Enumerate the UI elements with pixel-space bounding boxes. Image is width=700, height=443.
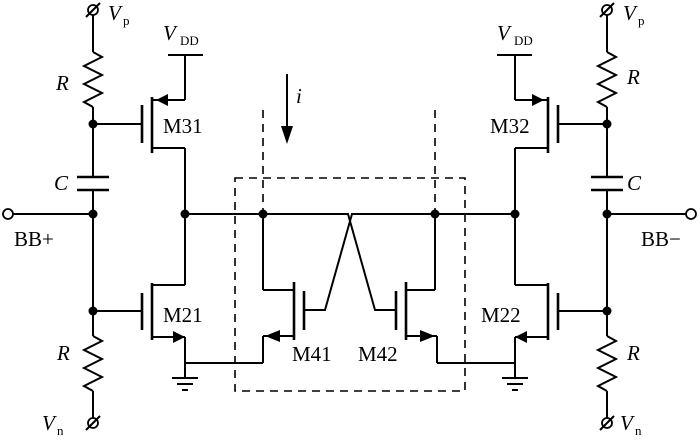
vn-right-terminal — [599, 415, 615, 431]
bb-plus-terminal — [2, 208, 14, 220]
r-label-top-left: R — [55, 71, 69, 95]
vn-right-v: V — [620, 411, 635, 435]
m21-label: M21 — [163, 303, 203, 327]
vp-right-terminal — [599, 2, 615, 18]
r-label-top-right: R — [626, 65, 640, 89]
i-label: i — [296, 84, 302, 108]
bb-minus-label: BB− — [641, 227, 681, 251]
vn-left-terminal — [85, 415, 101, 431]
vdd-left-sub: DD — [180, 33, 199, 48]
vn-left-v: V — [42, 411, 57, 435]
node-dot — [602, 119, 612, 129]
vp-left-v: V — [108, 1, 123, 25]
c-label-right: C — [627, 171, 642, 195]
capacitor-left — [77, 175, 109, 192]
vn-right-sub: n — [635, 423, 642, 438]
cross-coupled-box — [234, 177, 466, 392]
vdd-right-v: V — [497, 21, 512, 45]
m32-label: M32 — [490, 114, 530, 138]
node-dot — [602, 306, 612, 316]
r-label-bottom-left: R — [56, 341, 70, 365]
cross-wire-m42-gate — [263, 213, 396, 311]
capacitor-right — [591, 175, 623, 192]
bb-plus-label: BB+ — [14, 227, 54, 251]
cross-wire-m41-gate — [304, 213, 435, 311]
m41-label: M41 — [292, 342, 332, 366]
transistor-m22 — [502, 283, 560, 391]
vp-left-terminal — [85, 2, 101, 18]
m31-label: M31 — [163, 114, 203, 138]
transistor-m32 — [497, 54, 560, 285]
vp-right-sub: p — [638, 13, 645, 28]
c-label-left: C — [54, 171, 69, 195]
vdd-left-v: V — [163, 21, 178, 45]
vn-left-sub: n — [57, 423, 64, 438]
vp-left-sub: p — [123, 13, 130, 28]
vdd-right-sub: DD — [514, 33, 533, 48]
vp-right-v: V — [623, 1, 638, 25]
transistor-m31 — [140, 54, 203, 285]
resistor-bottom-left — [81, 335, 105, 392]
resistor-bottom-right — [595, 335, 619, 392]
r-label-bottom-right: R — [626, 341, 640, 365]
m22-label: M22 — [481, 303, 521, 327]
transistor-m21 — [140, 283, 198, 391]
transistor-m42 — [394, 282, 438, 363]
resistor-top-right — [595, 51, 619, 108]
current-arrow-i — [281, 74, 293, 144]
resistor-top-left — [81, 51, 105, 108]
bb-minus-terminal — [685, 208, 697, 220]
m42-label: M42 — [358, 342, 398, 366]
